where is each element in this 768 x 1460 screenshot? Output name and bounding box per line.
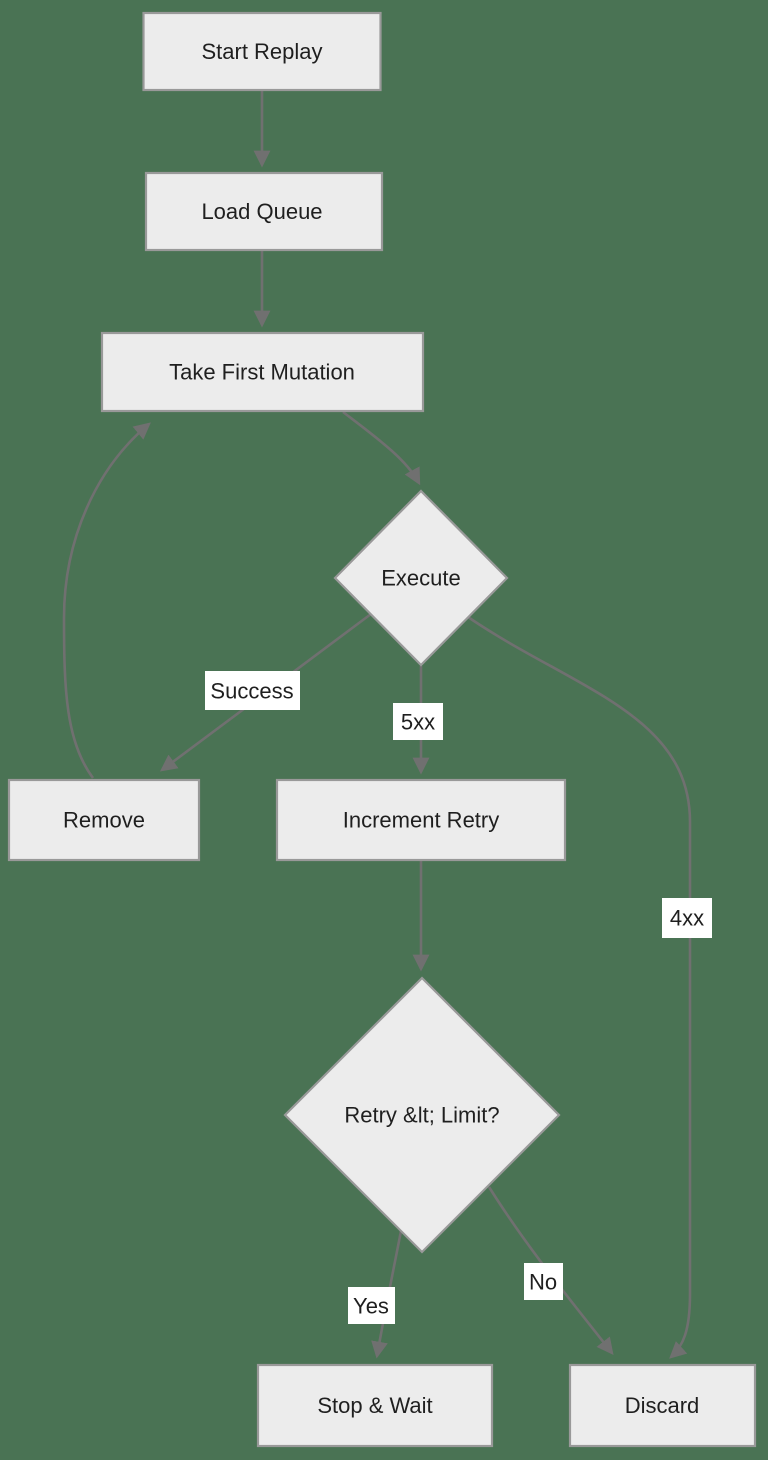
node-discard-box xyxy=(568,1363,757,1448)
edge-label-success-bg xyxy=(205,671,300,710)
node-load-queue: Load Queue xyxy=(144,171,384,252)
edge-label-4xx-text: 4xx xyxy=(670,906,704,931)
node-increment-retry: Increment Retry xyxy=(275,778,567,862)
node-increment-retry-label: Increment Retry xyxy=(343,808,500,833)
edge-label-5xx: 5xx xyxy=(393,703,443,740)
node-execute-label: Execute xyxy=(381,566,461,591)
edge-label-4xx-bg xyxy=(662,898,712,938)
edge-label-yes: Yes xyxy=(348,1287,395,1324)
edge-take-to-execute xyxy=(342,410,421,486)
edge-label-5xx-bg xyxy=(393,703,443,740)
node-retry-limit-diamond xyxy=(283,976,561,1254)
edge-label-no-text: No xyxy=(529,1270,557,1295)
node-discard: Discard xyxy=(568,1363,757,1448)
node-start-replay-box xyxy=(142,11,382,92)
node-retry-limit-decision: Retry &lt; Limit? xyxy=(283,976,561,1254)
node-start-replay-label: Start Replay xyxy=(201,39,322,64)
edge-label-success: Success xyxy=(205,671,300,710)
edge-label-no-bg xyxy=(524,1263,563,1300)
node-stop-and-wait-label: Stop & Wait xyxy=(317,1393,432,1418)
edge-label-yes-bg xyxy=(348,1287,395,1324)
edge-execute-to-discard xyxy=(467,615,692,1359)
node-remove: Remove xyxy=(7,778,201,862)
edge-label-no: No xyxy=(524,1263,563,1300)
node-retry-limit-label: Retry &lt; Limit? xyxy=(344,1103,499,1128)
node-increment-retry-box xyxy=(275,778,567,862)
node-start-replay: Start Replay xyxy=(142,11,382,92)
node-load-queue-box xyxy=(144,171,384,252)
node-execute-decision: Execute xyxy=(333,489,509,667)
node-take-first-mutation: Take First Mutation xyxy=(100,331,425,413)
edge-label-4xx: 4xx xyxy=(662,898,712,938)
node-take-first-mutation-box xyxy=(100,331,425,413)
node-execute-diamond xyxy=(333,489,509,667)
node-stop-and-wait: Stop & Wait xyxy=(256,1363,494,1448)
node-take-first-mutation-label: Take First Mutation xyxy=(169,360,355,385)
edge-label-5xx-text: 5xx xyxy=(401,710,435,735)
node-load-queue-label: Load Queue xyxy=(201,199,322,224)
node-discard-label: Discard xyxy=(625,1393,700,1418)
node-stop-and-wait-box xyxy=(256,1363,494,1448)
node-remove-box xyxy=(7,778,201,862)
node-remove-label: Remove xyxy=(63,808,145,833)
edge-label-yes-text: Yes xyxy=(353,1294,389,1319)
edge-label-success-text: Success xyxy=(210,679,293,704)
edge-remove-to-take xyxy=(62,422,151,779)
